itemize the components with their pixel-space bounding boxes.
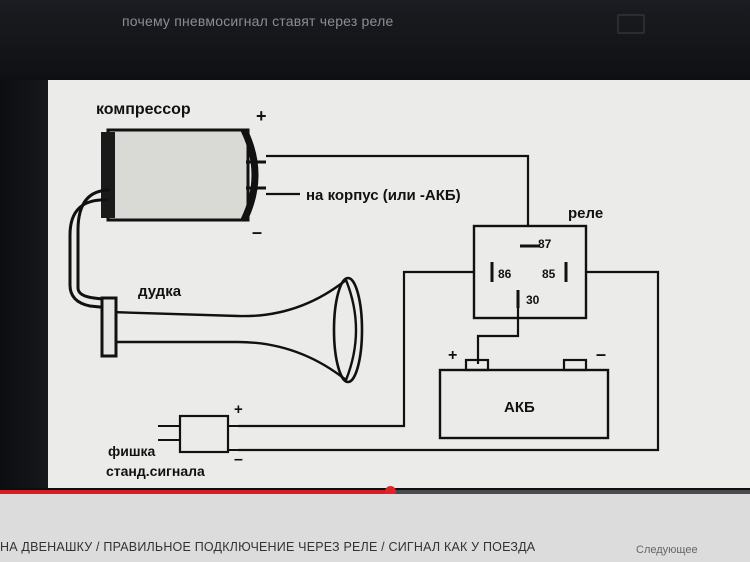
next-video-title[interactable]: НА ДВЕНАШКУ / ПРАВИЛЬНОЕ ПОДКЛЮЧЕНИЕ ЧЕР…	[0, 540, 536, 554]
battery-minus-sign: –	[596, 344, 606, 364]
horn-label: дудка	[138, 283, 182, 300]
connector-minus-sign: –	[234, 451, 243, 468]
progress-fill	[0, 490, 390, 494]
battery-label: АКБ	[504, 399, 535, 416]
wire-compressor-plus	[266, 154, 530, 226]
ground-label: на корпус (или -АКБ)	[306, 187, 461, 204]
horn-bell	[332, 276, 364, 384]
compressor-end	[240, 128, 259, 222]
video-top-bar: почему пневмосигнал ставят через реле	[0, 0, 750, 80]
horn-body	[109, 278, 358, 382]
video-frame[interactable]: компрессор + – на корпус (или -АКБ) реле…	[48, 80, 750, 488]
connector-body	[178, 414, 230, 454]
relay-pin-87: 87	[538, 237, 552, 251]
relay-pin-85: 85	[542, 267, 556, 281]
wiring-diagram: компрессор + – на корпус (или -АКБ) реле…	[68, 101, 660, 479]
connector-plus-sign: +	[234, 401, 243, 418]
window-icon[interactable]	[617, 14, 645, 34]
video-bottom-bar: НА ДВЕНАШКУ / ПРАВИЛЬНОЕ ПОДКЛЮЧЕНИЕ ЧЕР…	[0, 494, 750, 562]
compressor-plus-sign: +	[256, 106, 267, 126]
wire-relay-85	[238, 270, 660, 452]
compressor-body	[106, 128, 250, 222]
relay-pin-86: 86	[498, 267, 512, 281]
air-tube	[68, 198, 111, 310]
wire-relay-86	[238, 270, 474, 428]
player-left-edge	[0, 80, 48, 488]
progress-scrubber[interactable]	[385, 486, 396, 497]
compressor-minus-sign: –	[252, 222, 262, 242]
compressor-cap	[101, 132, 115, 218]
horn-fitting	[100, 296, 118, 358]
video-title[interactable]: почему пневмосигнал ставят через реле	[122, 13, 394, 29]
battery-plus-sign: +	[448, 347, 457, 364]
relay-pin-30: 30	[526, 293, 540, 307]
relay-label: реле	[568, 205, 603, 222]
wire-relay-30	[476, 308, 520, 364]
battery-body	[438, 368, 610, 440]
compressor-label: компрессор	[96, 101, 191, 118]
next-label[interactable]: Следующее	[636, 544, 698, 556]
progress-bar[interactable]	[0, 486, 750, 497]
connector-label-1: фишка	[108, 443, 156, 459]
connector-label-2: станд.сигнала	[106, 463, 205, 479]
